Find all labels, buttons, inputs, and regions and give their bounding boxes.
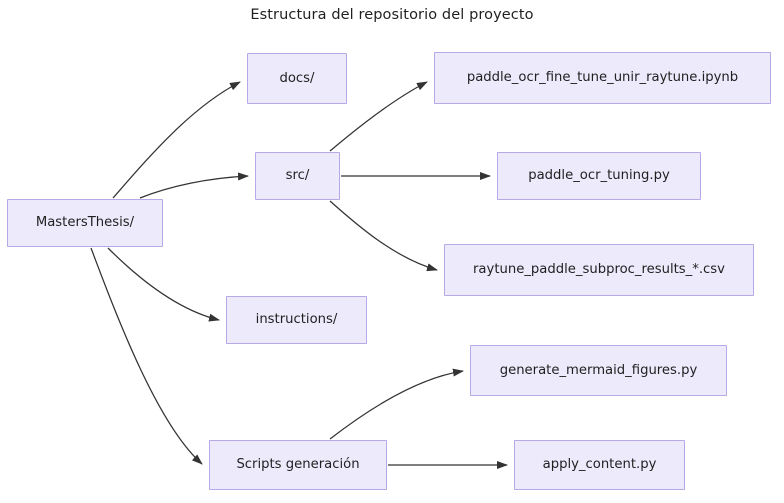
node-label-tuning: paddle_ocr_tuning.py xyxy=(528,168,670,184)
edge-root-to-scripts xyxy=(90,247,203,465)
edge-root-to-docs xyxy=(112,81,241,199)
edge-scripts-to-mermaid xyxy=(329,368,464,440)
node-csv[interactable]: raytune_paddle_subproc_results_*.csv xyxy=(444,244,754,296)
edge-root-to-instructions xyxy=(107,247,220,322)
node-tuning[interactable]: paddle_ocr_tuning.py xyxy=(497,152,701,200)
diagram-title: Estructura del repositorio del proyecto xyxy=(250,7,534,23)
node-root[interactable]: MastersThesis/ xyxy=(7,199,163,247)
node-label-src: src/ xyxy=(285,168,310,184)
node-docs[interactable]: docs/ xyxy=(247,53,347,104)
node-label-instructions: instructions/ xyxy=(255,312,338,328)
node-label-apply: apply_content.py xyxy=(542,457,657,473)
edge-src-to-csv xyxy=(329,200,438,272)
node-label-notebook: paddle_ocr_fine_tune_unir_raytune.ipynb xyxy=(466,70,739,86)
node-notebook[interactable]: paddle_ocr_fine_tune_unir_raytune.ipynb xyxy=(434,52,771,104)
node-label-mermaid: generate_mermaid_figures.py xyxy=(499,362,698,378)
node-label-docs: docs/ xyxy=(279,70,315,86)
node-label-root: MastersThesis/ xyxy=(35,215,135,231)
node-label-csv: raytune_paddle_subproc_results_*.csv xyxy=(473,262,725,278)
node-label-scripts: Scripts generación xyxy=(236,457,360,473)
node-apply[interactable]: apply_content.py xyxy=(514,440,685,490)
node-scripts[interactable]: Scripts generación xyxy=(209,440,387,490)
node-mermaid[interactable]: generate_mermaid_figures.py xyxy=(470,345,727,396)
node-instructions[interactable]: instructions/ xyxy=(226,296,367,344)
node-src[interactable]: src/ xyxy=(255,152,340,200)
edge-root-to-src xyxy=(139,172,249,199)
